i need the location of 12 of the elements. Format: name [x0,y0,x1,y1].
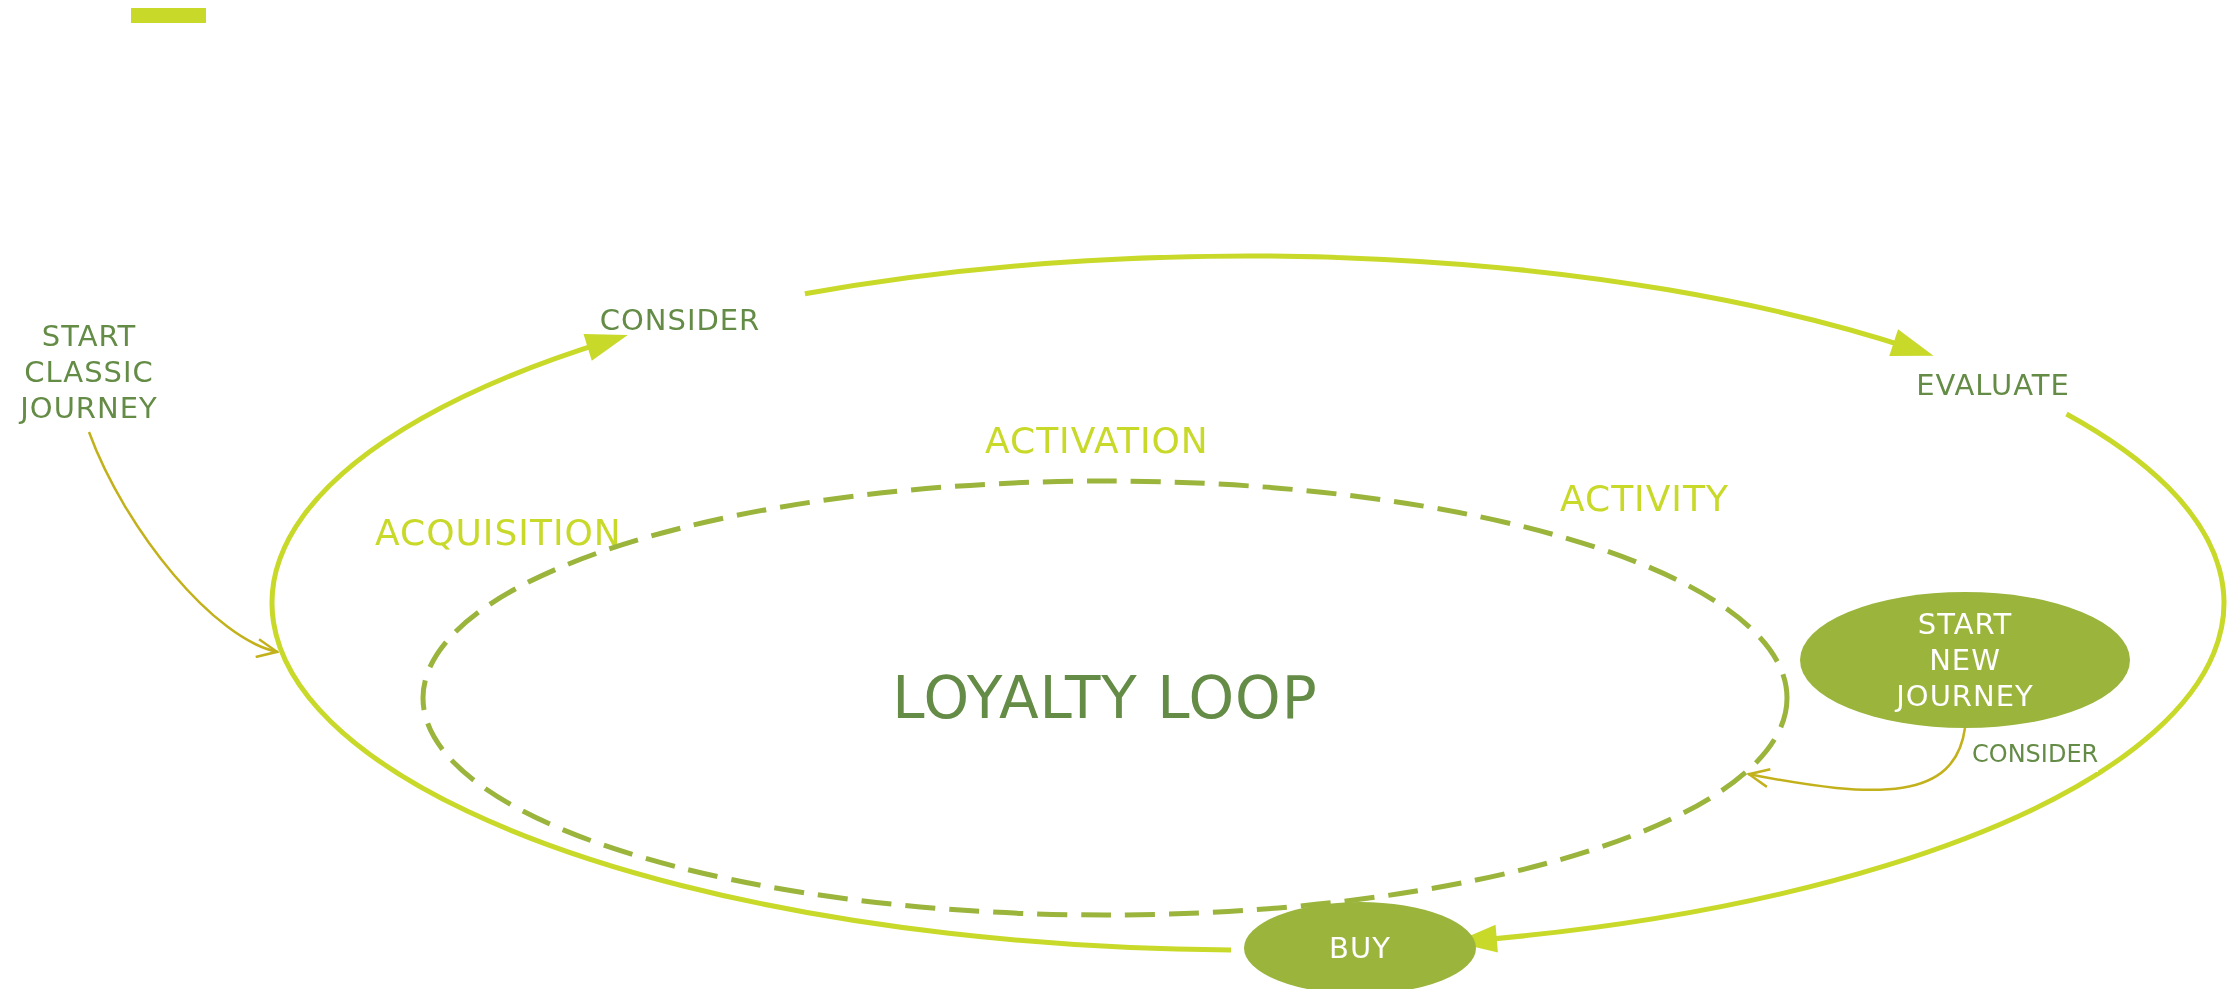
start-label: START CLASSIC JOURNEY [17,318,159,426]
node-label: START NEW JOURNEY [1893,606,2035,714]
stage-label: EVALUATE [1916,367,2070,403]
loop-title: LOYALTY LOOP [892,665,1318,731]
phase-label: ACTIVITY [1560,478,1729,519]
arrow [87,431,279,656]
arrow [1747,727,1967,791]
phase-label: ACQUISITION [375,512,622,553]
stage-label: CONSIDER [599,302,761,338]
phase-label: ACTIVATION [985,420,1209,461]
arrow [804,253,1934,357]
node-label: BUY [1329,930,1391,966]
